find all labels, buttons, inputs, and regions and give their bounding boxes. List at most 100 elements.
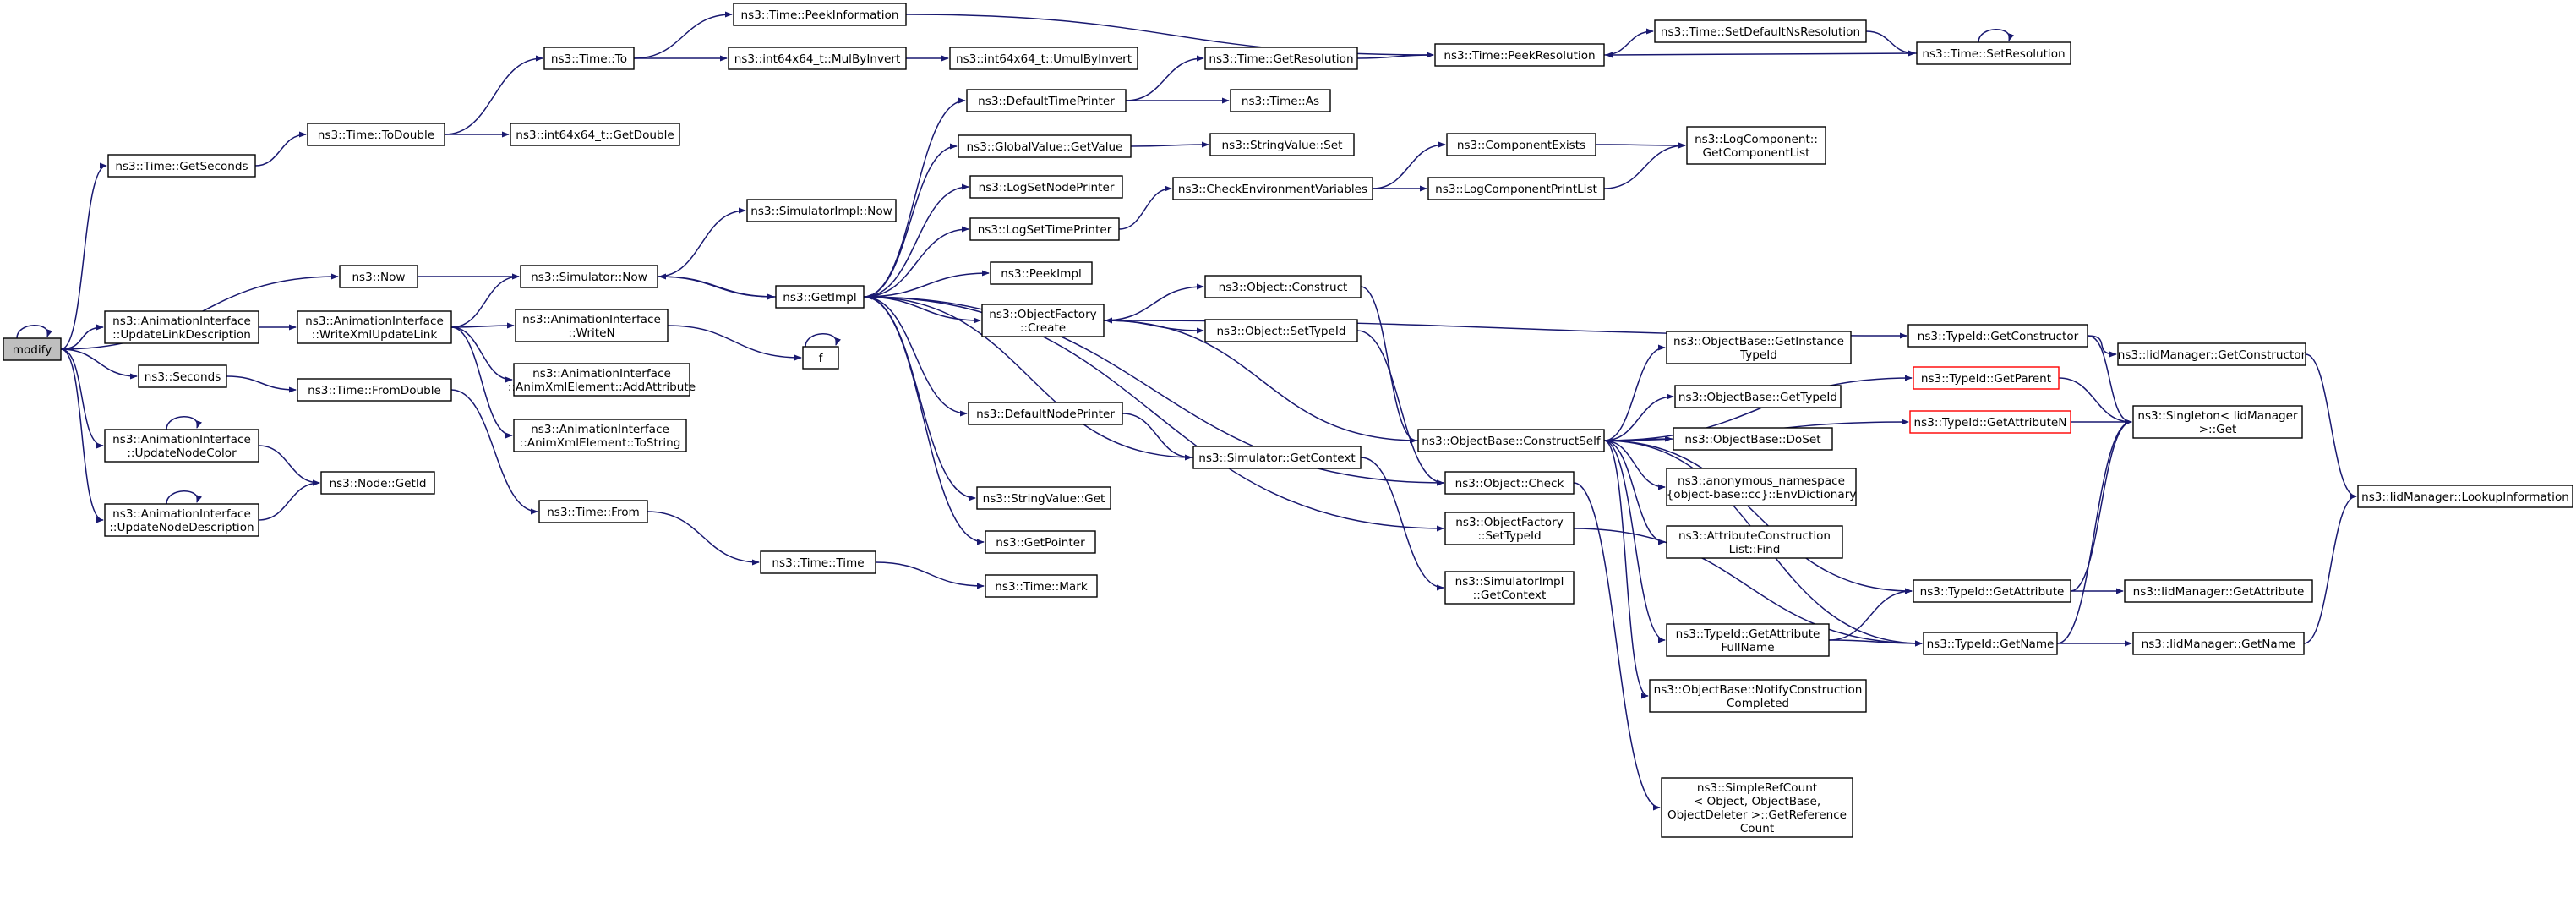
node-iid-name[interactable]: ns3::IidManager::GetName <box>2132 632 2305 655</box>
node-label: ns3::TypeId::GetAttributeN <box>1914 416 2067 430</box>
node-gv-get[interactable]: ns3::GlobalValue::GetValue <box>958 134 1132 158</box>
node-str-set[interactable]: ns3::StringValue::Set <box>1209 133 1355 156</box>
node-get-ptr[interactable]: ns3::GetPointer <box>985 530 1096 554</box>
node-label: ns3::Object::Construct <box>1219 281 1348 294</box>
node-log-print[interactable]: ns3::LogComponentPrintList <box>1427 177 1605 200</box>
node-f[interactable]: f <box>802 346 839 370</box>
node-upd-link[interactable]: ns3::AnimationInterface::UpdateLinkDescr… <box>104 310 259 344</box>
node-iid-attr[interactable]: ns3::IidManager::GetAttribute <box>2124 579 2313 603</box>
node-upd-color[interactable]: ns3::AnimationInterface::UpdateNodeColor <box>104 429 259 463</box>
node-iid-lookup[interactable]: ns3::IidManager::LookupInformation <box>2357 485 2573 508</box>
node-singleton[interactable]: ns3::Singleton< IidManager >::Get <box>2132 405 2303 439</box>
node-get-double[interactable]: ns3::int64x64_t::GetDouble <box>510 123 680 146</box>
node-box <box>949 47 1138 70</box>
node-now[interactable]: ns3::Now <box>339 265 418 288</box>
node-box <box>297 378 452 402</box>
node-obj-construct[interactable]: ns3::Object::Construct <box>1204 275 1362 298</box>
node-write-xml[interactable]: ns3::AnimationInterface::WriteXmlUpdateL… <box>297 310 452 344</box>
node-label: ns3::Time::Time <box>772 556 864 570</box>
node-box <box>1427 177 1605 200</box>
node-of-create[interactable]: ns3::ObjectFactory::Create <box>981 304 1105 337</box>
node-seconds[interactable]: ns3::Seconds <box>138 364 227 388</box>
node-write-n[interactable]: ns3::AnimationInterface::WriteN <box>515 309 669 342</box>
node-mark[interactable]: ns3::Time::Mark <box>985 574 1098 598</box>
node-to-string[interactable]: ns3::AnimationInterface::AnimXmlElement:… <box>513 419 687 452</box>
node-time-time[interactable]: ns3::Time::Time <box>760 550 876 574</box>
node-label: ns3::ObjectBase::GetTypeId <box>1678 391 1837 404</box>
node-iid-ctor[interactable]: ns3::IidManager::GetConstructor <box>2117 342 2306 366</box>
node-sim-ctx[interactable]: ns3::Simulator::GetContext <box>1192 446 1362 469</box>
node-box <box>985 574 1098 598</box>
node-def-time[interactable]: ns3::DefaultTimePrinter <box>966 89 1127 112</box>
node-get-res[interactable]: ns3::Time::GetResolution <box>1204 47 1358 70</box>
node-label: ns3::Time::To <box>551 52 627 66</box>
node-box <box>775 285 865 309</box>
node-of-set-tid[interactable]: ns3::ObjectFactory::SetTypeId <box>1444 512 1575 545</box>
node-get-seconds[interactable]: ns3::Time::GetSeconds <box>107 154 256 178</box>
node-base-tid[interactable]: ns3::ObjectBase::GetTypeId <box>1674 385 1842 408</box>
node-set-res[interactable]: ns3::Time::SetResolution <box>1916 41 2071 65</box>
node-tid-name[interactable]: ns3::TypeId::GetName <box>1923 632 2058 655</box>
edge-iid-name-to-iid-lookup <box>2303 493 2357 644</box>
node-time-from[interactable]: ns3::Time::From <box>538 500 648 523</box>
node-get-impl[interactable]: ns3::GetImpl <box>775 285 865 309</box>
node-sim-now[interactable]: ns3::Simulator::Now <box>520 265 658 288</box>
node-label: ns3::AnimationInterface <box>112 315 251 328</box>
node-peek-info[interactable]: ns3::Time::PeekInformation <box>733 3 907 26</box>
node-obj-check[interactable]: ns3::Object::Check <box>1444 471 1575 495</box>
node-mul-by-inv[interactable]: ns3::int64x64_t::MulByInvert <box>728 47 907 70</box>
node-check-env[interactable]: ns3::CheckEnvironmentVariables <box>1172 177 1373 200</box>
node-tid-parent[interactable]: ns3::TypeId::GetParent <box>1913 366 2060 390</box>
edge-get-impl-to-of-set-tid <box>863 296 1444 532</box>
node-str-get[interactable]: ns3::StringValue::Get <box>976 486 1111 510</box>
node-label: ns3::AnimationInterface <box>305 315 444 328</box>
node-log-time[interactable]: ns3::LogSetTimePrinter <box>969 217 1120 241</box>
node-label: ::WriteN <box>568 326 614 340</box>
node-box <box>2132 632 2305 655</box>
node-do-set[interactable]: ns3::ObjectBase::DoSet <box>1673 427 1833 451</box>
node-time-as[interactable]: ns3::Time::As <box>1230 89 1331 112</box>
edge-construct-self-to-inst-tid <box>1603 344 1666 441</box>
node-to-double[interactable]: ns3::Time::ToDouble <box>307 123 445 146</box>
node-tid-attr[interactable]: ns3::TypeId::GetAttribute <box>1913 579 2071 603</box>
node-peek-res[interactable]: ns3::Time::PeekResolution <box>1434 43 1605 67</box>
node-ref-count[interactable]: ns3::SimpleRefCount< Object, ObjectBase,… <box>1661 777 1853 838</box>
node-log-node[interactable]: ns3::LogSetNodePrinter <box>969 175 1123 199</box>
node-umul[interactable]: ns3::int64x64_t::UmulByInvert <box>949 47 1138 70</box>
node-modify[interactable]: modify <box>3 337 62 361</box>
node-impl-now[interactable]: ns3::SimulatorImpl::Now <box>746 199 897 222</box>
edge-get-impl-to-def-time <box>863 97 966 298</box>
node-peek-impl[interactable]: ns3::PeekImpl <box>990 261 1093 285</box>
node-label: ns3::TypeId::GetAttribute <box>1920 585 2065 599</box>
node-tid-ctor[interactable]: ns3::TypeId::GetConstructor <box>1907 324 2088 348</box>
node-add-attr[interactable]: ns3::AnimationInterface::AnimXmlElement:… <box>508 363 696 397</box>
node-notify[interactable]: ns3::ObjectBase::NotifyConstructionCompl… <box>1649 679 1867 713</box>
node-obj-set-tid[interactable]: ns3::Object::SetTypeId <box>1204 319 1358 342</box>
node-box <box>1444 571 1575 605</box>
node-comp-exists[interactable]: ns3::ComponentExists <box>1446 133 1596 156</box>
node-comp-list[interactable]: ns3::LogComponent::GetComponentList <box>1686 126 1826 165</box>
edge-obj-construct-to-construct-self <box>1360 286 1417 444</box>
node-get-id[interactable]: ns3::Node::GetId <box>320 471 435 495</box>
node-label: ns3::Now <box>352 271 405 284</box>
edge-get-res-to-peek-res <box>1356 52 1434 59</box>
node-label: ::WriteXmlUpdateLink <box>312 328 438 342</box>
node-construct-self[interactable]: ns3::ObjectBase::ConstructSelf <box>1417 429 1605 452</box>
node-time-to[interactable]: ns3::Time::To <box>543 47 635 70</box>
node-box <box>1673 427 1833 451</box>
node-from-double[interactable]: ns3::Time::FromDouble <box>297 378 452 402</box>
node-impl-ctx[interactable]: ns3::SimulatorImpl::GetContext <box>1444 571 1575 605</box>
node-upd-desc[interactable]: ns3::AnimationInterface::UpdateNodeDescr… <box>104 503 259 537</box>
node-tid-attr-n[interactable]: ns3::TypeId::GetAttributeN <box>1909 410 2071 434</box>
node-box <box>1913 366 2060 390</box>
node-label: ns3::Seconds <box>145 370 221 384</box>
node-label: ns3::int64x64_t::UmulByInvert <box>956 52 1132 66</box>
node-env-dict[interactable]: ns3::anonymous_namespace{object-base::cc… <box>1666 468 1857 506</box>
edge-iid-ctor-to-iid-lookup <box>2305 353 2357 500</box>
node-set-def-res[interactable]: ns3::Time::SetDefaultNsResolution <box>1654 19 1867 43</box>
node-def-node[interactable]: ns3::DefaultNodePrinter <box>968 402 1123 425</box>
